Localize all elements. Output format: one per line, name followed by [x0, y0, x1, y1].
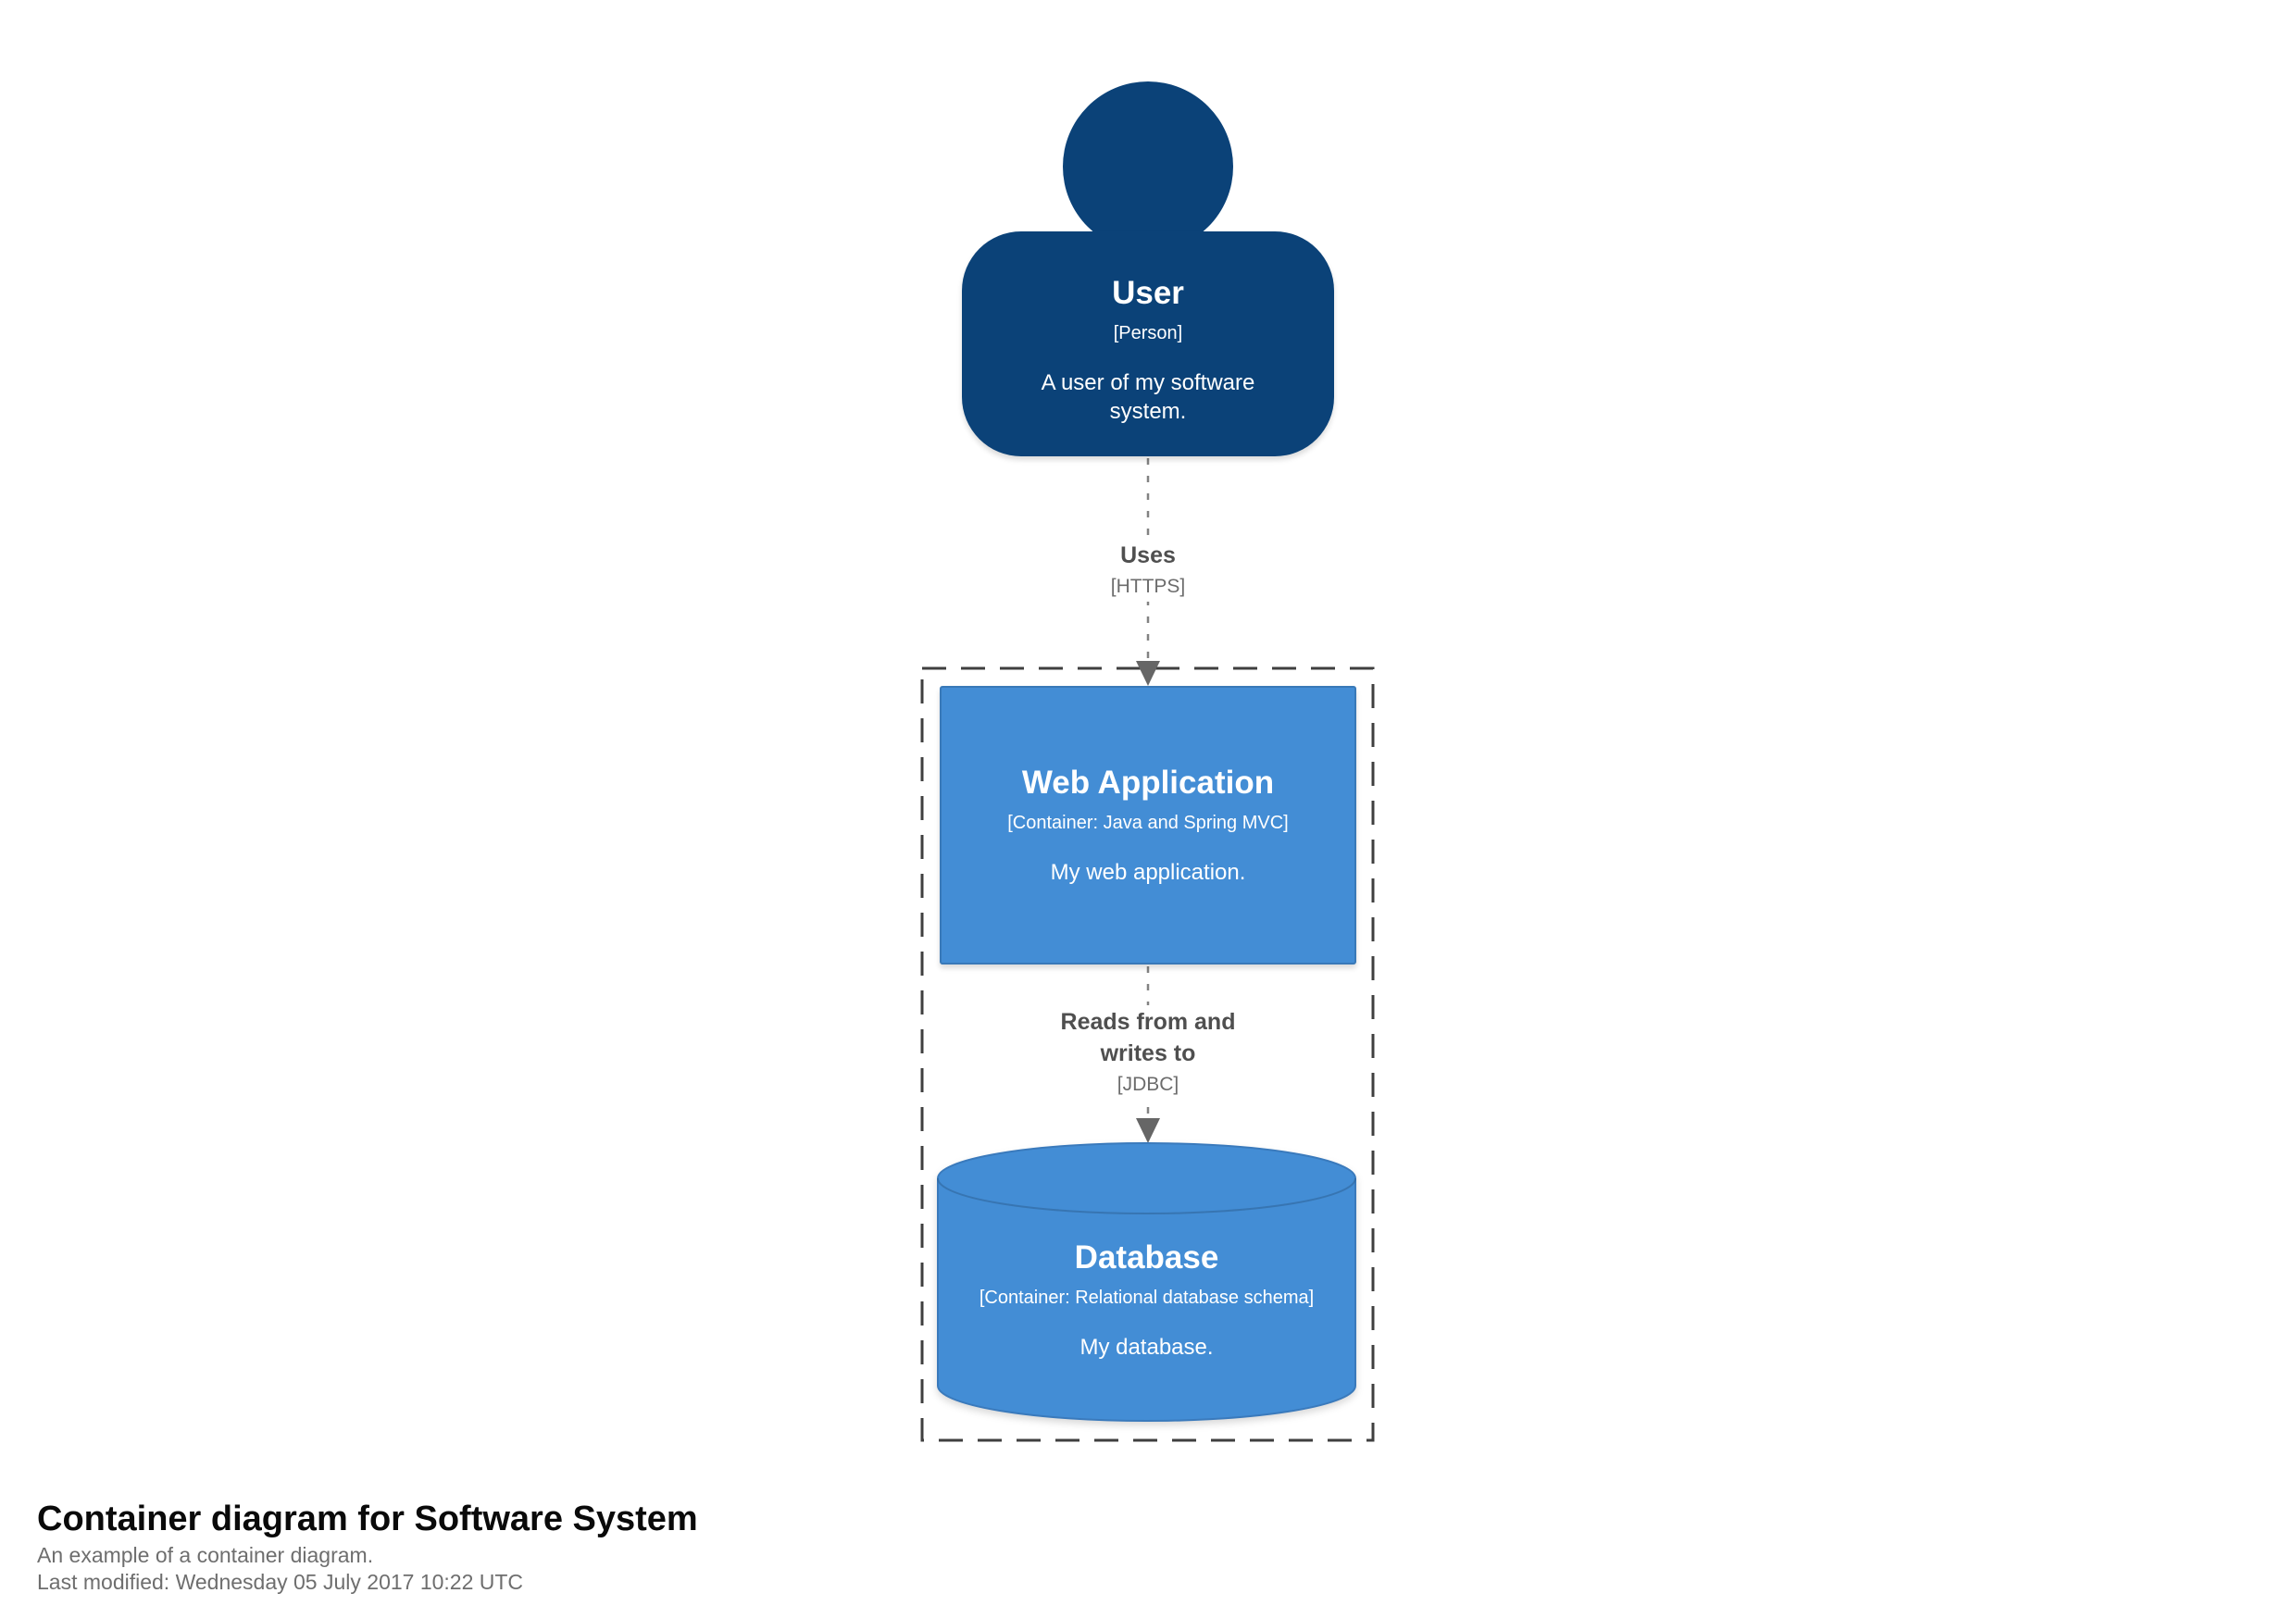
diagram-description: An example of a container diagram. [37, 1542, 374, 1567]
element-metadata: [Container: Java and Spring MVC] [1007, 812, 1289, 833]
element-name: User [1112, 275, 1184, 311]
relationship-description: Reads from and writes to [1060, 1009, 1236, 1066]
person-body[interactable]: User [Person] A user of my software syst… [962, 231, 1334, 456]
diagram-last-modified: Last modified: Wednesday 05 July 2017 10… [37, 1569, 524, 1594]
element-description: A user of my software system. [1041, 370, 1255, 425]
element-description: My web application. [1050, 859, 1246, 885]
element-description: My database. [1079, 1335, 1214, 1361]
relationship-technology: [HTTPS] [1110, 575, 1186, 597]
element-name: Web Application [1021, 764, 1275, 801]
person-head-icon [1063, 81, 1233, 252]
relationship-technology: [JDBC] [1117, 1073, 1179, 1095]
diagram-title: Container diagram for Software System [37, 1500, 698, 1538]
relationship-label-reads-writes[interactable]: Reads from and writes to [JDBC] [1038, 1005, 1258, 1100]
element-metadata: [Container: Relational database schema] [979, 1288, 1315, 1309]
container-web-application[interactable]: Web Application [Container: Java and Spr… [940, 686, 1356, 965]
arrowhead-down-icon [1136, 661, 1160, 686]
diagram-footer: Container diagram for Software System An… [37, 1498, 698, 1596]
element-name: Database [1074, 1239, 1219, 1276]
software-system-boundary [920, 666, 1375, 1442]
arrowhead-down-icon [1136, 1118, 1160, 1143]
relationship-description: Uses [1120, 542, 1176, 568]
relationship-label-uses[interactable]: Uses [HTTPS] [1097, 539, 1199, 602]
database-cylinder-shape [937, 1142, 1356, 1422]
container-database[interactable]: Database [Container: Relational database… [938, 1203, 1355, 1398]
element-metadata: [Person] [1113, 323, 1183, 343]
